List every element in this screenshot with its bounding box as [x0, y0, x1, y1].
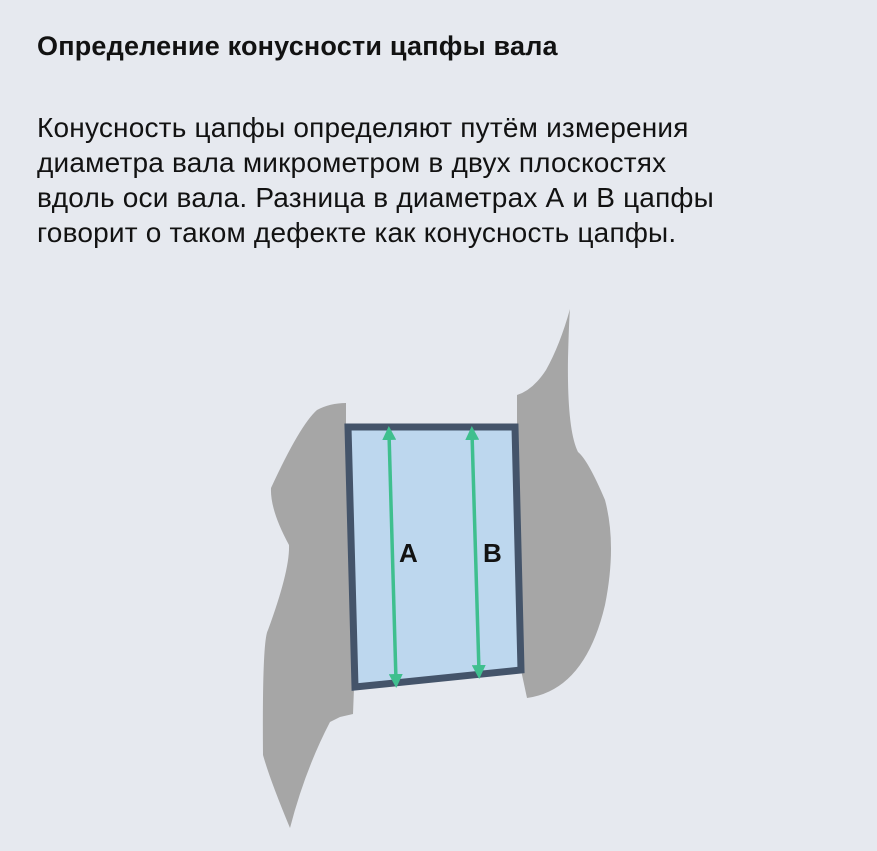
measure-arrow-b [465, 426, 486, 679]
description-text: Конусность цапфы определяют путём измере… [37, 110, 837, 250]
label-b: B [483, 538, 502, 568]
description-line: диаметра вала микрометром в двух плоскос… [37, 147, 667, 178]
shaft-left-section [262, 403, 354, 828]
description-line: вдоль оси вала. Разница в диаметрах А и … [37, 182, 714, 213]
label-a: A [399, 538, 418, 568]
shaft-right-section [517, 309, 611, 698]
page-title: Определение конусности цапфы вала [37, 31, 558, 61]
description-line: говорит о таком дефекте как конусность ц… [37, 217, 677, 248]
measure-arrow-a [382, 426, 403, 688]
description-line: Конусность цапфы определяют путём измере… [37, 112, 689, 143]
